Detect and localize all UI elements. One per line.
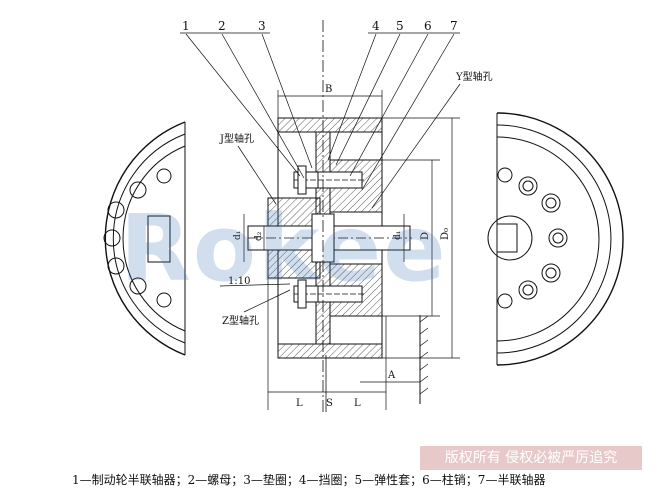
leader-lines (185, 33, 461, 313)
right-end-view (487, 112, 624, 366)
dimension-lines (219, 90, 460, 410)
taper-label: 1:10 (228, 276, 250, 287)
part-number-6: 6 (424, 19, 432, 33)
dim-B: B (325, 84, 332, 95)
dim-D: D (420, 232, 431, 240)
dim-D0: D₀ (440, 228, 451, 240)
dim-L-left: L (296, 398, 303, 409)
j-bore-label: J型轴孔 (219, 132, 254, 145)
left-end-view (103, 121, 186, 356)
part-number-labels: 1 2 3 4 5 6 7 (182, 19, 458, 33)
dim-L-right: L (354, 398, 361, 409)
part-number-1: 1 (182, 19, 190, 33)
part-number-4: 4 (372, 19, 380, 33)
part-number-2: 2 (218, 19, 226, 33)
dim-d1-right: d₁ (393, 231, 403, 240)
parts-caption: 1—制动轮半联轴器；2—螺母；3—垫圈；4—挡圈；5—弹性套；6—柱销；7—半联… (72, 473, 546, 487)
part-number-7: 7 (450, 19, 458, 33)
y-bore-label: Y型轴孔 (455, 70, 493, 83)
dim-A: A (387, 370, 396, 381)
rokee-watermark: Rokee (120, 195, 448, 302)
section-view (247, 20, 412, 412)
copyright-banner: 版权所有 侵权必被严厉追究 (420, 446, 642, 470)
part-number-5: 5 (396, 19, 404, 33)
part-number-3: 3 (258, 19, 266, 33)
dim-dz: d₂ (254, 231, 264, 241)
z-bore-label: Z型轴孔 (222, 314, 259, 327)
dim-S: S (326, 398, 333, 409)
dim-d1: d₁ (233, 231, 243, 240)
